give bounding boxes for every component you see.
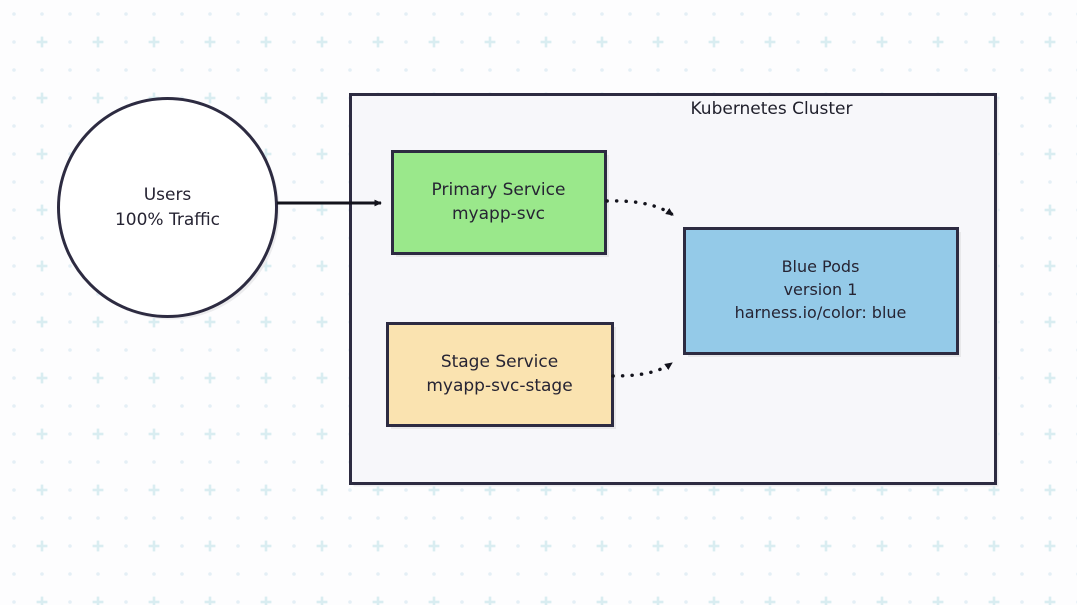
blue-pods-box [683, 227, 961, 357]
cluster-title: Kubernetes Cluster [690, 99, 853, 119]
users-circle [57, 97, 280, 320]
primary-service-box [391, 150, 609, 257]
stage-service-box [386, 322, 616, 429]
